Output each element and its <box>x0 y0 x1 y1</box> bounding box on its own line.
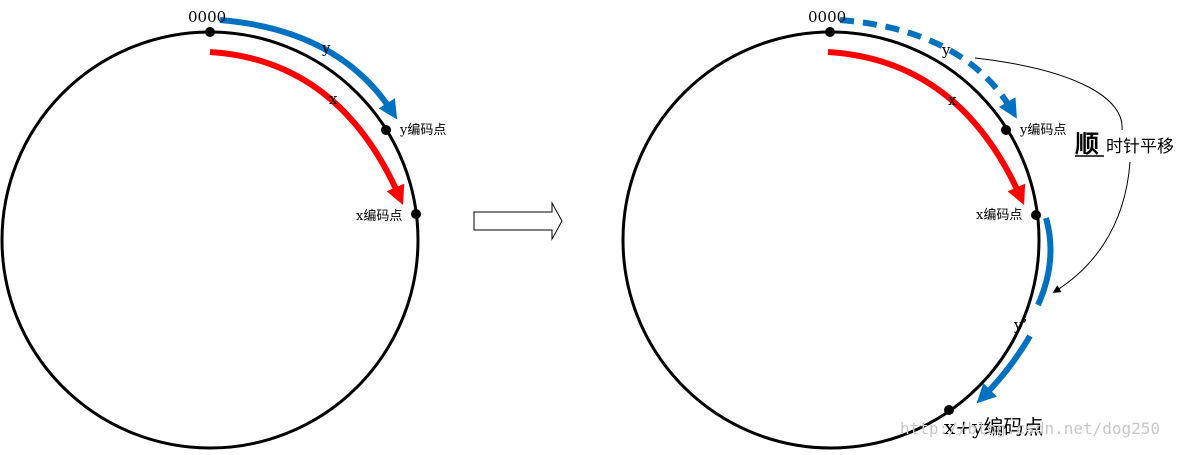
right-y-label: y <box>941 41 951 59</box>
annotation-rest: 时针平移 <box>1106 137 1174 157</box>
left-y-label: y <box>321 39 331 57</box>
watermark: http://blog.csdn.net/dog250 <box>900 419 1160 438</box>
hollow-right-arrow-icon <box>473 201 563 241</box>
right-y-point <box>1001 125 1011 135</box>
left-diagram: 0000 y x y编码点 x编码点 <box>0 8 446 450</box>
transform-arrow <box>473 201 563 241</box>
right-x-point-label: x编码点 <box>976 208 1022 223</box>
left-origin-label: 0000 <box>188 8 226 26</box>
left-y-arc <box>219 17 398 120</box>
left-origin-point <box>205 27 215 37</box>
right-shifted-y-arc-arrow <box>976 334 1033 404</box>
right-diagram: 0000 y x y编码点 x编码点 y’ x+y编码点 顺 时针平移 <box>621 8 1174 450</box>
right-x-label: x <box>948 91 957 109</box>
left-x-arc <box>209 49 405 206</box>
clockwise-shift-arrow <box>1052 161 1131 293</box>
right-sum-point-label: x+y编码点 <box>944 415 1043 439</box>
left-y-point <box>381 125 391 135</box>
left-circle <box>0 30 420 450</box>
left-x-label: x <box>329 90 338 108</box>
right-x-arc <box>827 49 1026 206</box>
annotation-emphasis: 顺 <box>1075 129 1099 158</box>
right-shifted-y-arc <box>1035 217 1054 307</box>
right-origin-label: 0000 <box>808 8 846 26</box>
right-x-point <box>1031 210 1041 220</box>
right-y-point-label: y编码点 <box>1019 123 1066 138</box>
right-origin-point <box>825 27 835 37</box>
left-y-point-label: y编码点 <box>399 123 446 138</box>
clockwise-shift-pointer <box>974 57 1123 131</box>
right-sum-point <box>944 405 954 415</box>
right-y-dashed-arc <box>839 17 1017 119</box>
left-x-point-label: x编码点 <box>356 209 402 224</box>
right-shifted-y-label: y’ <box>1013 316 1027 334</box>
right-circle <box>621 30 1041 450</box>
left-x-point <box>411 209 421 219</box>
